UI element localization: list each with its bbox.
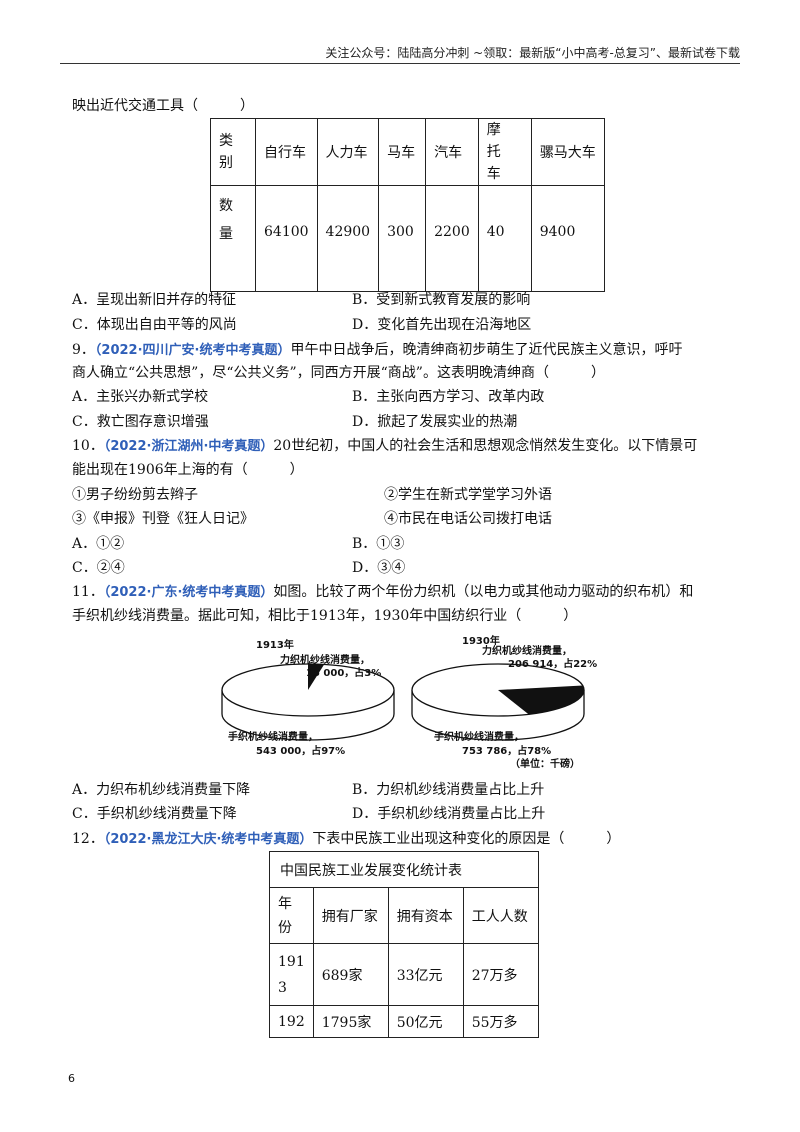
q10-option-a: A．①② [72, 536, 125, 552]
q10-stem: 20世纪初，中国人的社会生活和思想观念悄然发生变化。以下情景可 [273, 438, 698, 454]
q9-source: （2022·四川广安·统考中考真题） [94, 343, 291, 358]
q8-value-cell: 9400 [530, 185, 605, 292]
pie-1913-hand-label: 手织机纱线消费量， [228, 730, 318, 743]
q12-header-workers: 工人人数 [462, 887, 539, 944]
q8-row-label-category: 类别 [210, 118, 256, 186]
q11-option-b: B．力织机纱线消费量占比上升 [352, 782, 545, 798]
q9-option-b: B．主张向西方学习、改革内政 [352, 389, 545, 405]
pie-1930-unit: （单位：千磅） [510, 757, 580, 770]
pie-1930-power-slice [498, 685, 584, 715]
q10-source: （2022·浙江湖州·中考真题） [103, 439, 274, 454]
pie-1930-power-value: 206 914，占22% [508, 657, 597, 670]
page-number: 6 [68, 1072, 75, 1085]
q9-number: 9． [72, 342, 95, 358]
q12-row2-year: 192 [269, 1005, 314, 1038]
q10-option-c: C．②④ [72, 560, 125, 576]
pie-1913: 1913年 力织机纱线消费量， 15 000，占3% 手织机纱线消费量， 543… [221, 638, 395, 757]
q11-option-c: C．手织机纱线消费量下降 [72, 806, 237, 822]
q12-row1-capital: 33亿元 [387, 943, 464, 1006]
page-header: 关注公众号：陆陆高分冲刺 ~领取：最新版“小中高考-总复习”、最新试卷下载 [325, 46, 740, 60]
yarn-consumption-pie-figure: 1913年 力织机纱线消费量， 15 000，占3% 手织机纱线消费量， 543… [221, 634, 597, 770]
pie-1930-year: 1930年 [462, 634, 500, 647]
q10-statement-3: ③《申报》刊登《狂人日记》 [72, 511, 254, 527]
q12-table-title: 中国民族工业发展变化统计表 [269, 851, 539, 888]
q9-option-d: D．掀起了发展实业的热潮 [352, 414, 518, 430]
q9-line1: 9．（2022·四川广安·统考中考真题）甲午中日战争后，晚清绅商初步萌生了近代民… [72, 339, 682, 359]
pie-1913-power-value: 15 000，占3% [306, 666, 381, 679]
q12-row2-capital: 50亿元 [387, 1005, 464, 1038]
pie-1930-hand-value: 753 786，占78% [462, 744, 551, 757]
pie-1913-year: 1913年 [256, 638, 294, 651]
q9-line2: 商人确立“公共思想”，尽“公共义务”，同西方开展“商战”。这表明晚清绅商（ ） [72, 365, 605, 381]
q10-statement-1: ①男子纷纷剪去辫子 [72, 487, 198, 503]
q9-option-a: A．主张兴办新式学校 [72, 389, 209, 405]
q11-source: （2022·广东·统考中考真题） [103, 585, 274, 600]
q11-line2: 手织机纱线消费量。据此可知，相比于1913年，1930年中国纺织行业（ ） [72, 608, 578, 624]
q12-row1-workers: 27万多 [462, 943, 539, 1006]
q8-value-cell: 64100 [255, 185, 318, 292]
q12-row1-factories: 689家 [312, 943, 389, 1006]
q10-option-d: D．③④ [352, 560, 406, 576]
q12-row2-workers: 55万多 [462, 1005, 539, 1038]
q8-transport-table: 类别 自行车 人力车 马车 汽车 摩 托 车 骡马大车 数量 64100 429… [210, 118, 605, 292]
q11-stem: 如图。比较了两个年份力织机（以电力或其他动力驱动的织布机）和 [273, 584, 694, 600]
q10-number: 10． [72, 438, 104, 454]
q8-stem-end: 映出近代交通工具（ ） [72, 98, 254, 114]
q12-source: （2022·黑龙江大庆·统考中考真题） [103, 832, 313, 847]
q10-option-b: B．①③ [352, 536, 405, 552]
q8-header-cell: 汽车 [425, 118, 479, 186]
q12-header-capital: 拥有资本 [387, 887, 464, 944]
q11-number: 11． [72, 584, 104, 600]
header-divider [60, 63, 740, 64]
pie-1930-hand-label: 手织机纱线消费量， [434, 730, 524, 743]
q8-header-cell: 人力车 [316, 118, 380, 186]
q8-header-cell: 骡马大车 [530, 118, 605, 186]
pie-1930: 1930年 力织机纱线消费量， 206 914，占22% 手织机纱线消费量， 7… [411, 634, 597, 770]
q12-header-factories: 拥有厂家 [312, 887, 389, 944]
q11-option-d: D．手织机纱线消费量占比上升 [352, 806, 546, 822]
q8-option-b: B．受到新式教育发展的影响 [352, 292, 531, 308]
q12-line1: 12．（2022·黑龙江大庆·统考中考真题）下表中民族工业出现这种变化的原因是（… [72, 828, 620, 848]
q8-value-cell: 40 [477, 185, 532, 292]
q8-value-cell: 2200 [425, 185, 479, 292]
q12-stem: 下表中民族工业出现这种变化的原因是（ ） [312, 831, 621, 847]
q8-option-d: D．变化首先出现在沿海地区 [352, 317, 532, 333]
q8-value-cell: 300 [378, 185, 427, 292]
q10-line1: 10．（2022·浙江湖州·中考真题）20世纪初，中国人的社会生活和思想观念悄然… [72, 435, 697, 455]
q11-line1: 11．（2022·广东·统考中考真题）如图。比较了两个年份力织机（以电力或其他动… [72, 581, 693, 601]
q8-header-cell: 摩 托 车 [477, 118, 532, 186]
q12-header-year: 年份 [269, 887, 314, 944]
q8-header-cell: 马车 [378, 118, 427, 186]
q8-option-a: A．呈现出新旧并存的特征 [72, 292, 237, 308]
pie-1930-power-label: 力织机纱线消费量， [482, 644, 572, 657]
pie-1913-power-label: 力织机纱线消费量， [280, 653, 370, 666]
q10-statement-4: ④市民在电话公司拨打电话 [384, 511, 552, 527]
q10-line2: 能出现在1906年上海的有（ ） [72, 462, 304, 478]
q12-row2-factories: 1795家 [312, 1005, 389, 1038]
q10-statement-2: ②学生在新式学堂学习外语 [384, 487, 552, 503]
q9-option-c: C．救亡图存意识增强 [72, 414, 209, 430]
q12-number: 12． [72, 831, 104, 847]
pie-1913-hand-value: 543 000，占97% [256, 744, 345, 757]
pie-1913-power-slice [308, 664, 325, 690]
q8-header-cell: 自行车 [255, 118, 318, 186]
q11-option-a: A．力织布机纱线消费量下降 [72, 782, 251, 798]
q8-value-cell: 42900 [316, 185, 380, 292]
q8-option-c: C．体现出自由平等的风尚 [72, 317, 237, 333]
q8-row-label-quantity: 数量 [210, 185, 256, 292]
q9-stem: 甲午中日战争后，晚清绅商初步萌生了近代民族主义意识，呼吁 [290, 342, 683, 358]
